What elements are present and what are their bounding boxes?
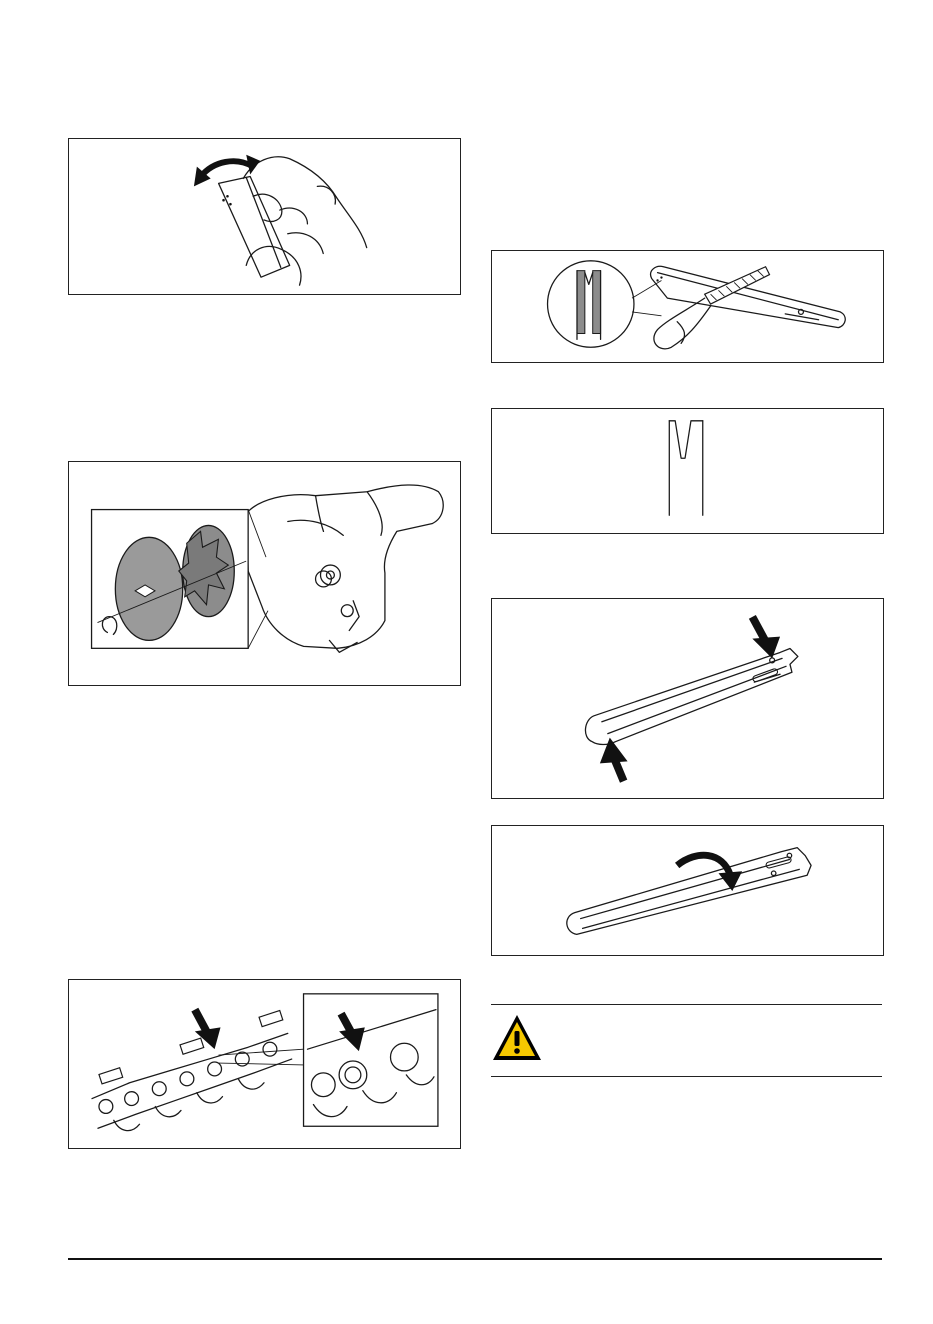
- warning-block: [491, 1010, 882, 1070]
- figure-bar-groove-profile: [491, 408, 884, 534]
- warning-triangle-icon: [491, 1012, 543, 1064]
- groove-cross-section-icon: [492, 409, 883, 533]
- guide-bar-arrows-icon: [492, 599, 883, 798]
- figure-bar-lubrication: [491, 598, 884, 799]
- warning-bottom-rule: [491, 1076, 882, 1077]
- figure-bar-groove-filing: [491, 250, 884, 363]
- chain-links-arrows-icon: [69, 980, 460, 1148]
- figure-bar-rotation: [68, 138, 461, 295]
- guide-bar-curved-arrow-icon: [492, 826, 883, 955]
- figure-rim-sprocket: [68, 461, 461, 686]
- sprocket-exploded-view-icon: [69, 462, 460, 685]
- figure-chain-drive-links: [68, 979, 461, 1149]
- warning-top-rule: [491, 1004, 882, 1005]
- figure-bar-turn-over: [491, 825, 884, 956]
- hand-turning-bar-icon: [69, 139, 460, 294]
- footer-rule: [68, 1258, 882, 1260]
- file-on-guide-bar-icon: [492, 251, 883, 362]
